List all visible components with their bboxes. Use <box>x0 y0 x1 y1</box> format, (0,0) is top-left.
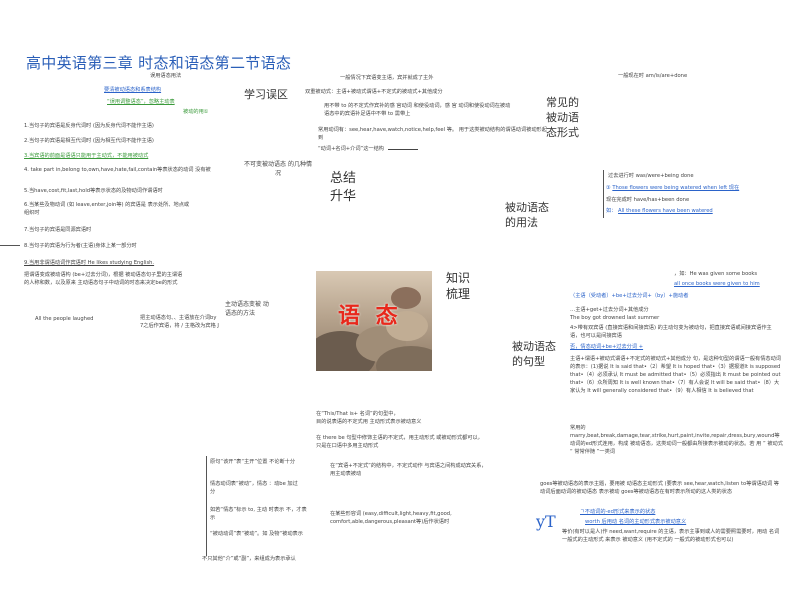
rule-item-8: 8.当句子的宾语为行为者(主语)身体上某一部分时 <box>24 243 137 249</box>
given-example: ，如：He was given some books <box>674 271 758 277</box>
passive-conversion-rule: 把谓语变成被动语构 (be+过去分词)，根据 被动语态句子里的主谓语的人称和数，… <box>24 272 183 287</box>
worth-rule: worth 后用动 名词的主动形式表示被动意义 <box>585 519 687 525</box>
note-1: 原句“该开”表“主开”位置 不论断十分 <box>210 459 296 465</box>
rule-item-4: 4. take part in,belong to,own,have,hate,… <box>24 167 211 173</box>
ed-state: ㄱ不动词的-ed形式来表示的状态 <box>580 509 656 515</box>
note-4: “被动动词”表“被动”。如 及物“被动表示 <box>210 531 303 537</box>
rule-item-1: 1.当句子的宾语是反身代词时 (因为反身代词不能作主语) <box>24 123 154 129</box>
conversion-method: 把主动语态句、、主语放在介词by 7之后作宾语，将 / 主格改为宾格 J <box>140 315 219 330</box>
general-rule: 一般情况下宾语变主语，宾并就成了主外 <box>340 75 434 81</box>
sense-verb-rule: 用不带 to 的不定式作宾补的感 官动词 和使役动词，感 官 动词和使役动词在被… <box>324 103 511 118</box>
double-passive: 双重被动式：主语+被动式谓语+不定式的被动式+其他成分 <box>305 89 443 95</box>
yt-mark: yT <box>536 512 556 531</box>
it-is-said-pattern: 主语+谓语+被动式谓语+不定式的被动式+其他成分 句，是这种句型的谓语一般有情态… <box>570 356 781 395</box>
need-want-rule: 等价(有时以是人)作 need,want,require 的主语，表示主事到或人… <box>562 529 780 544</box>
misuse-heading: 误用语态用法 <box>150 73 182 79</box>
note-2: 情态动词表“被动”，情态 ：动be 加过分 <box>210 481 298 496</box>
topic-label: 语 态 <box>338 304 402 329</box>
bracket-right-top <box>603 170 604 218</box>
rule-item-3: 3.当宾语的前面是语语只能用于主动式，不能用被动式 <box>24 153 149 159</box>
connector-left <box>0 245 20 246</box>
misuse-line-1: “误用调整语态”，忽略主动表 <box>107 99 175 105</box>
branch-no-passive: 不可变被动语态 的几种情况 <box>244 161 312 178</box>
rule-item-2: 2.当句子的宾语是相互代词时 (因为相互代词不能作主语) <box>24 138 154 144</box>
ed-form-verbs: 常用的 marry,beat,break,damage,tear,strike,… <box>570 425 783 456</box>
note-3: 如若“情态”标示 to, 主动 时表示 不，才表示 <box>210 507 307 522</box>
note-5: 不只其他“介”或“副”，来组成为表示承认 <box>202 556 296 562</box>
this-is-pattern: 在“This/That is+ 名词”的句型中， <box>316 411 399 417</box>
there-be-pattern: 在 there be 句型中修饰主语的不定式，用主动形式 或被动形式都可以，只是… <box>316 435 483 450</box>
bracket-mid-low <box>206 456 207 556</box>
present-perfect-form: 现在完成时 have/has+been done <box>606 197 690 203</box>
topic-picture: 语 态 <box>316 271 432 371</box>
adjective-infinitive: 在某些形容词 (easy,difficult,light,heavy,fit,g… <box>330 511 452 526</box>
sense-verbs-passive: goes等被动语态的表示主题，要用被 动语态主动形式 (要表示 see,hear… <box>540 481 779 496</box>
common-verbs: 常用动词有：see,hear,have,watch,notice,help,fe… <box>318 127 547 142</box>
branch-passive-patterns: 被动语态 的句型 <box>512 340 556 368</box>
rule-item-7: 7.当句子的宾语是同源宾语时 <box>24 227 92 233</box>
branch-study-misunderstanding: 学习误区 <box>244 88 288 101</box>
branch-active-to-passive: 主动语态变被 动 语态的方法 <box>225 301 269 318</box>
branch-passive-usage: 被动语态 的用法 <box>505 201 549 229</box>
get-passive-example: The boy got drowned last summer <box>570 315 660 321</box>
passive-vs-linking-heading: 要清被动语态和系表结构 <box>104 87 162 93</box>
branch-knowledge: 知识 梳理 <box>446 271 471 302</box>
page-title: 高中英语第三章 时态和语态第二节语态 <box>26 54 292 72</box>
get-passive: …主语+get+过去分词+其他成分 <box>570 307 649 313</box>
verb-noun-prep: “动词+名词+介词”这一结构 <box>318 145 418 153</box>
misuse-line-2: 被动的用① <box>183 109 209 115</box>
object-infinitive: 在“宾语+不定式”的结构中，不定式动作 与宾语之间构成动宾关系，用主动表被动 <box>330 463 487 478</box>
branch-common-forms: 常见的 被动语 态形式 <box>546 96 579 139</box>
this-is-note: 目的说表语的不定式用 主动形式表示被动意义 <box>316 419 422 425</box>
example-sentence: All the people laughed <box>35 316 94 322</box>
past-progressive-form: 过去进行时 was/were+being done <box>608 173 694 179</box>
modal-passive: 否，情态动词+be+过去分词 + <box>570 344 644 350</box>
rule-item-9: 9.当用非谓语动词作宾语时 He likes studying English. <box>24 260 155 266</box>
branch-summary: 总结 升华 <box>330 171 357 204</box>
present-simple-form: 一般现在时 am/is/are+done <box>618 73 688 79</box>
progressive-example: ③ Those flowers were being watered when … <box>606 185 740 191</box>
given-example-2: all once books were given to him <box>674 281 760 287</box>
rule-item-6: 6.当某些及物动词 (如 leave,enter,join等) 的宾语是 表示处… <box>24 202 190 217</box>
passive-structure: （主语（受动者）+be+过去分词+（by）+施动者 <box>570 293 689 299</box>
rule-item-5: 5.当have,cost,fit,last,hold等表示状态的及物动词作谓语时 <box>24 188 163 194</box>
perfect-example: 如： All these flowers have been watered <box>606 208 713 214</box>
double-object-rule: 4>带有双宾语 (直接宾语和间接宾语) 的主动句变为被动句，把直接宾语或间接宾语… <box>570 325 772 340</box>
